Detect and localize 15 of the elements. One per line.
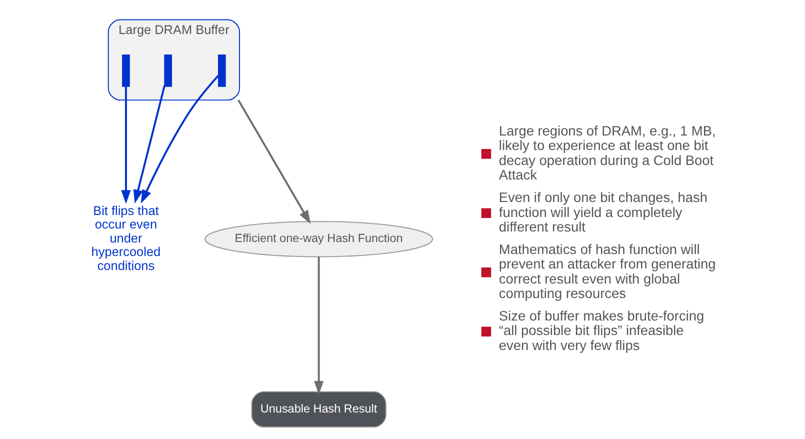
cluster: Large DRAM Buffer — [107, 19, 240, 101]
label: Size of buffer makes brute-forcing “all possible bit flips” infeasible even with very few flips — [498, 308, 704, 353]
label: Large regions of DRAM, e.g., 1 MB, likely to experience at least one bit decay operation during a Cold Boot Attack — [498, 124, 716, 183]
node-ellipse: Efficient one-way Hash Function — [204, 220, 433, 258]
label: Even if only one bit changes, hash function will yield a completely different result — [498, 190, 707, 234]
arrow — [132, 85, 166, 204]
node-text: Bit flips that occur even under hypercooled conditions — [90, 202, 160, 273]
arrow — [120, 86, 130, 204]
node-bar — [122, 54, 130, 87]
label: Mathematics of hash function will prevent an attacker from generating correct result even with global computing resources — [498, 242, 716, 302]
node-bar — [217, 54, 226, 87]
arrow — [237, 100, 310, 224]
node-bar — [164, 54, 172, 87]
node-box: Unusable Hash Result — [250, 391, 386, 428]
arrow — [314, 256, 324, 395]
